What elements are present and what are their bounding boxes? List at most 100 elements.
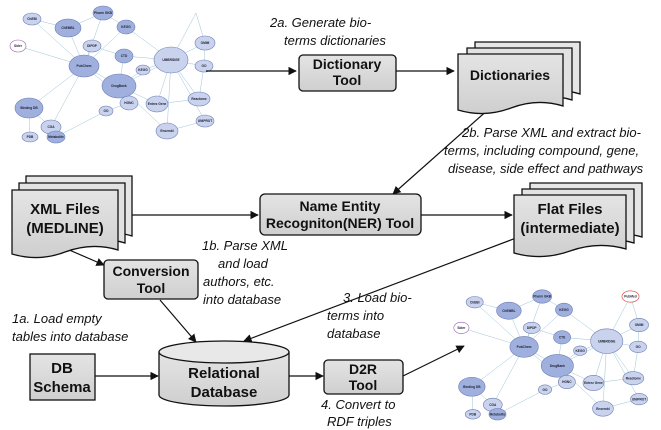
note-1b-line1: 1b. Parse XML xyxy=(202,238,288,253)
ner-tool-box: Name Entity Recogniton(NER) Tool xyxy=(259,193,422,236)
network-node-label: ChEMBL xyxy=(61,26,74,30)
network-node-label: PDB xyxy=(27,135,34,139)
network-node-label: UNIPROT xyxy=(198,119,212,123)
note-2b-line3: disease, side effect and pathways xyxy=(448,161,644,176)
conversion-tool-line1: Conversion xyxy=(112,263,189,279)
network-node: DrugBank xyxy=(540,354,574,378)
network-node: ChEMBL xyxy=(54,18,82,38)
xml-files-line2: (MEDLINE) xyxy=(26,220,104,237)
network-node: ChEBI xyxy=(22,12,42,26)
arrow-flat-files-to-relational-db xyxy=(243,234,525,343)
ner-tool-line1: Name Entity xyxy=(300,198,381,214)
network-node-label: Ensembl xyxy=(596,407,609,411)
note-1b-line3: authors, etc. xyxy=(203,274,275,289)
network-node-label: KEGG xyxy=(559,308,569,312)
network-edge xyxy=(55,110,107,138)
network-node-label: CTD xyxy=(559,336,566,340)
network-node: OMIM xyxy=(194,35,216,51)
network-node: UMBRIDGE xyxy=(590,328,624,354)
conversion-tool-box: Conversion Tool xyxy=(103,259,199,300)
network-node-label: PDB xyxy=(469,413,476,417)
d2r-tool-box: D2R Tool xyxy=(323,359,404,395)
network-node-label: UMBRIDGE xyxy=(598,339,615,343)
network-node: GO xyxy=(194,59,214,73)
network-node: Metabolite xyxy=(488,408,507,421)
network-node-label: Ensembl xyxy=(160,129,173,133)
arrow-conversion-tool-to-relational-db xyxy=(159,299,197,343)
note-2a-line2: terms dictionaries xyxy=(284,33,386,48)
conversion-tool-line2: Tool xyxy=(137,280,166,296)
network-node-label: CTD xyxy=(121,54,128,58)
network-node: GO xyxy=(538,384,552,395)
flat-files-line1: Flat Files xyxy=(537,201,602,218)
network-node: Pharm GKB xyxy=(532,289,552,304)
network-node: Binding DB xyxy=(458,376,486,397)
note-1b: 1b. Parse XML and load authors, etc. int… xyxy=(202,238,288,307)
network-node: KEGG xyxy=(573,345,588,356)
network-node-label: UMBRIDGE xyxy=(162,58,179,62)
note-2b: 2b. Parse XML and extract bio- terms, in… xyxy=(444,125,644,176)
network-node-label: Sider xyxy=(14,44,23,48)
network-node-label: OMIM xyxy=(201,41,210,45)
network-node: KEGG xyxy=(116,19,136,35)
network-node-label: Reactome xyxy=(191,97,206,101)
network-node: Reactome xyxy=(622,371,645,386)
dictionaries-label: Dictionaries xyxy=(470,67,550,83)
xml-files-line1: XML Files xyxy=(30,201,100,218)
network-node: Reactome xyxy=(187,91,211,107)
note-4-line1: 4. Convert to xyxy=(321,397,395,412)
network-node-label: Metabolite xyxy=(48,135,64,139)
network-node-label: GO xyxy=(543,388,548,392)
network-node: Entrez Gene xyxy=(145,95,169,113)
network-node: PubChem xyxy=(509,336,539,358)
note-2b-line2: terms, including compound, gene, xyxy=(444,143,639,158)
network-node-label: HGNC xyxy=(562,380,572,384)
note-2b-line1: 2b. Parse XML and extract bio- xyxy=(461,125,642,140)
network-node: HGNC xyxy=(557,375,576,389)
network-node-label: PubMed xyxy=(624,295,636,299)
network-node-label: DIPDP xyxy=(87,44,98,48)
network-node: GO xyxy=(629,340,647,353)
network-node: CTD xyxy=(114,48,134,64)
network-node: KEGG xyxy=(135,64,151,76)
network-node-label: Pharm GKB xyxy=(94,11,113,15)
network-node: Sider xyxy=(453,321,470,334)
network-node: PDB xyxy=(464,409,481,420)
relational-database-cylinder: Relational Database xyxy=(158,340,290,407)
arrows xyxy=(59,66,525,381)
network-node-label: ChEMBL xyxy=(502,309,515,313)
note-4-line2: RDF triples xyxy=(327,414,392,429)
note-1a: 1a. Load empty tables into database xyxy=(12,311,128,344)
note-3: 3. Load bio- terms into database xyxy=(327,290,412,341)
db-schema-box: DB Schema xyxy=(29,353,96,401)
network-node-label: GO xyxy=(202,64,207,68)
network-node: GO xyxy=(98,105,114,117)
xml-files-stack: XML Files (MEDLINE) xyxy=(11,175,133,259)
network-node-label: ChEBI xyxy=(470,300,480,304)
network-node: DrugBank xyxy=(101,73,137,99)
network-node: UNIPROT xyxy=(195,114,215,128)
network-node: Entrez Gene xyxy=(582,375,605,391)
network-node: PDB xyxy=(21,131,39,143)
relational-db-line1: Relational xyxy=(188,365,260,382)
ner-tool-line2: Recogniton(NER) Tool xyxy=(266,215,414,231)
network-node: Ensembl xyxy=(155,122,179,140)
network-node-label: DIPDP xyxy=(527,326,538,330)
network-node-label: KEGG xyxy=(138,68,148,72)
network-node: OMIM xyxy=(629,318,649,332)
network-node: ChEBI xyxy=(465,296,484,309)
network-node: Binding DB xyxy=(14,97,44,119)
note-3-line2: terms into xyxy=(327,308,384,323)
dictionary-tool-line1: Dictionary xyxy=(313,56,382,72)
network-node-label: DrugBank xyxy=(111,84,126,88)
network-node-label: Entrez Gene xyxy=(148,102,167,106)
network-edge xyxy=(497,389,546,415)
network-node-label: UNIPROT xyxy=(632,397,646,401)
note-3-line3: database xyxy=(327,326,381,341)
network-node-label: ChEBI xyxy=(27,17,37,21)
network-node-label: Metabolite xyxy=(490,413,506,417)
network-node: PubMed xyxy=(621,290,640,303)
note-2a: 2a. Generate bio- terms dictionaries xyxy=(269,15,386,48)
